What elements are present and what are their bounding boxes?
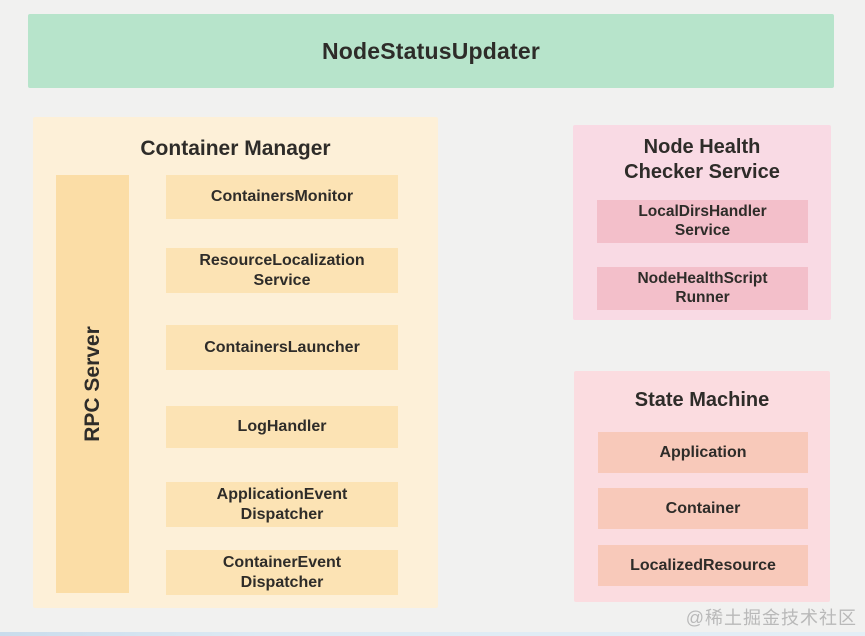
state-machine-title: State Machine — [634, 389, 770, 411]
node-health-script-runner-block: NodeHealthScript Runner — [597, 267, 808, 310]
state-machine-block: State Machine Application Container Loca… — [574, 371, 830, 602]
application-block: Application — [598, 432, 808, 473]
node-status-updater-block: NodeStatusUpdater — [28, 14, 834, 88]
resource-localization-service-block: ResourceLocalization Service — [166, 248, 398, 293]
containers-monitor-block: ContainersMonitor — [166, 175, 398, 219]
containers-launcher-block: ContainersLauncher — [166, 325, 398, 370]
container-event-dispatcher-block: ContainerEvent Dispatcher — [166, 550, 398, 595]
container-manager-title: Container Manager — [140, 137, 331, 160]
local-dirs-handler-service-block: LocalDirsHandler Service — [597, 200, 808, 243]
localized-resource-block: LocalizedResource — [598, 545, 808, 586]
container-manager-block: Container Manager RPC Server ContainersM… — [33, 117, 438, 608]
rpc-server-block: RPC Server — [56, 175, 129, 593]
node-health-checker-service-title: Node Health Checker Service — [624, 136, 780, 183]
bottom-edge-strip — [0, 632, 865, 636]
application-event-dispatcher-block: ApplicationEvent Dispatcher — [166, 482, 398, 527]
watermark-text: @稀土掘金技术社区 — [685, 608, 857, 628]
container-block: Container — [598, 488, 808, 529]
log-handler-block: LogHandler — [166, 406, 398, 448]
rpc-server-label: RPC Server — [80, 326, 104, 442]
node-health-checker-service-block: Node Health Checker Service LocalDirsHan… — [573, 125, 831, 320]
